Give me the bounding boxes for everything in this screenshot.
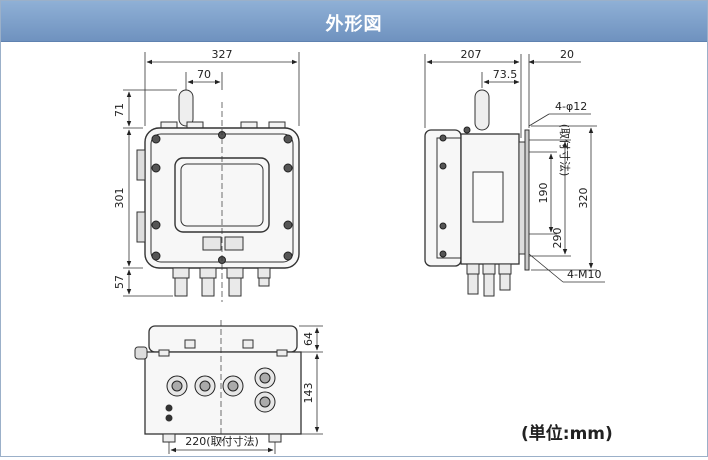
bottom-view [134, 320, 302, 446]
side-view [424, 89, 530, 297]
bottom-dimensions [168, 325, 323, 454]
front-dimensions [123, 52, 300, 297]
side-dimensions [424, 54, 605, 283]
dim-side-bracket: 20 [560, 48, 574, 61]
dim-side-290: 290 [551, 228, 564, 249]
unit-note: (単位:mm) [521, 424, 613, 444]
bolt-label: 4-M10 [567, 268, 601, 281]
panel-header: 外形図 [1, 1, 707, 42]
dim-bottom-143: 143 [302, 383, 315, 404]
dim-front-bottom: 57 [113, 275, 126, 289]
dim-side-depth: 207 [461, 48, 482, 61]
dim-side-190: 190 [537, 183, 550, 204]
dim-front-width: 327 [212, 48, 233, 61]
outline-diagram: 327 70 71 301 57 [113, 48, 605, 454]
dim-front-antenna-offset: 70 [197, 68, 211, 81]
front-view [136, 89, 300, 302]
dim-side-mount-note: (取付寸法) [558, 124, 572, 177]
dim-front-height: 301 [113, 188, 126, 209]
dim-bottom-64: 64 [302, 332, 315, 346]
dim-front-top: 71 [113, 103, 126, 117]
panel-title: 外形図 [325, 14, 383, 35]
dim-side-320: 320 [577, 188, 590, 209]
hole-label: 4-φ12 [555, 100, 587, 113]
drawing-area: 327 70 71 301 57 [1, 42, 707, 456]
dim-side-antenna: 73.5 [493, 68, 518, 81]
dim-bottom-mount: 220(取付寸法) [185, 434, 259, 448]
